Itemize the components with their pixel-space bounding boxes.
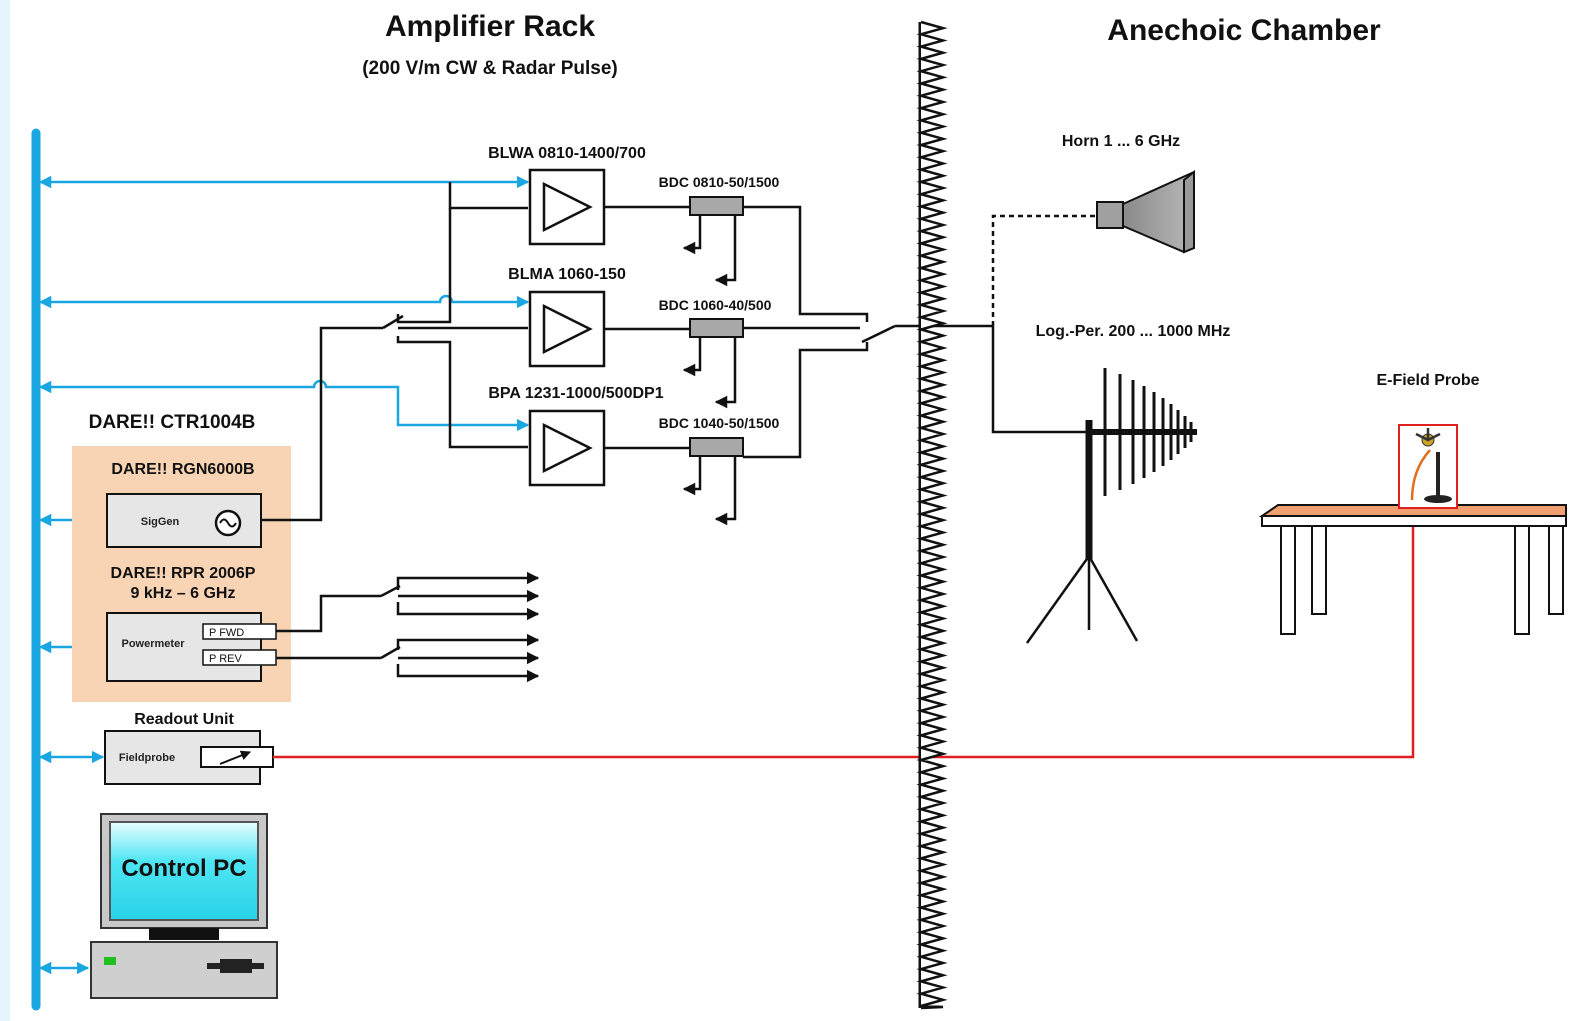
coupler2-label: BDC 1060-40/500 bbox=[659, 297, 772, 313]
amp3-block bbox=[528, 409, 606, 487]
bus-link-amp2 bbox=[38, 294, 530, 309]
switch-pos-1 bbox=[396, 208, 452, 324]
amp2-block bbox=[528, 290, 606, 368]
readout-label: Fieldprobe bbox=[119, 752, 175, 764]
absorber-teeth bbox=[916, 20, 948, 1010]
siggen-title: DARE!! RGN6000B bbox=[111, 461, 254, 478]
amp1-block bbox=[528, 168, 606, 246]
chamber-title: Anechoic Chamber bbox=[1107, 14, 1381, 47]
logper-label: Log.-Per. 200 ... 1000 MHz bbox=[1036, 323, 1231, 340]
readout-title: Readout Unit bbox=[134, 711, 234, 728]
logper-antenna-icon bbox=[1025, 368, 1197, 644]
coupler1 bbox=[604, 196, 869, 322]
amp2-label: BLMA 1060-150 bbox=[508, 266, 626, 283]
fieldprobe-cable bbox=[273, 508, 1415, 759]
rack-subtitle: (200 V/m CW & Radar Pulse) bbox=[362, 58, 618, 79]
powermeter-range: 9 kHz – 6 GHz bbox=[131, 585, 236, 602]
rack-title: Amplifier Rack bbox=[385, 10, 595, 43]
probe-table-icon bbox=[1258, 504, 1567, 635]
coupler2 bbox=[604, 318, 860, 409]
output-switch-icon bbox=[861, 324, 896, 344]
amp1-label: BLWA 0810-1400/700 bbox=[488, 145, 646, 162]
switch-pos-3 bbox=[396, 336, 528, 449]
siggen-out-wire bbox=[261, 326, 383, 522]
horn-feed bbox=[991, 214, 1096, 326]
logper-feed bbox=[991, 326, 1090, 434]
control-pc: Control PC bbox=[90, 813, 278, 999]
probe-label: E-Field Probe bbox=[1376, 372, 1479, 389]
powermeter-device: Powermeter P FWD P REV bbox=[106, 612, 277, 682]
port-fwd-label: P FWD bbox=[209, 627, 244, 639]
pc-screen bbox=[109, 821, 259, 921]
efield-probe-icon bbox=[1398, 424, 1458, 509]
pc-label: Control PC bbox=[121, 855, 246, 882]
page-edge bbox=[0, 0, 10, 1021]
powermeter-label: Powermeter bbox=[122, 638, 186, 650]
coupler1-label: BDC 0810-50/1500 bbox=[659, 174, 780, 190]
horn-antenna-icon bbox=[1096, 169, 1195, 254]
fwd-wire bbox=[276, 594, 381, 633]
coupler3 bbox=[604, 342, 869, 526]
meter-needle-icon bbox=[219, 750, 251, 765]
port-rev-label: P REV bbox=[209, 653, 242, 665]
amplifier-icon bbox=[542, 422, 593, 474]
siggen-device: SigGen bbox=[106, 493, 262, 548]
amp3-label: BPA 1231-1000/500DP1 bbox=[488, 385, 663, 402]
coupler3-label: BDC 1040-50/1500 bbox=[659, 415, 780, 431]
powermeter-title: DARE!! RPR 2006P bbox=[111, 565, 256, 582]
readout-device: Fieldprobe bbox=[104, 730, 274, 785]
amplifier-icon bbox=[542, 303, 593, 355]
absorber-wall bbox=[916, 20, 948, 1010]
input-switch-icon bbox=[382, 314, 404, 330]
siggen-label: SigGen bbox=[141, 516, 180, 528]
amplifier-icon bbox=[542, 181, 593, 233]
power-led-icon bbox=[104, 957, 116, 965]
controller-label: DARE!! CTR1004B bbox=[89, 412, 256, 433]
horn-label: Horn 1 ... 6 GHz bbox=[1062, 133, 1180, 150]
